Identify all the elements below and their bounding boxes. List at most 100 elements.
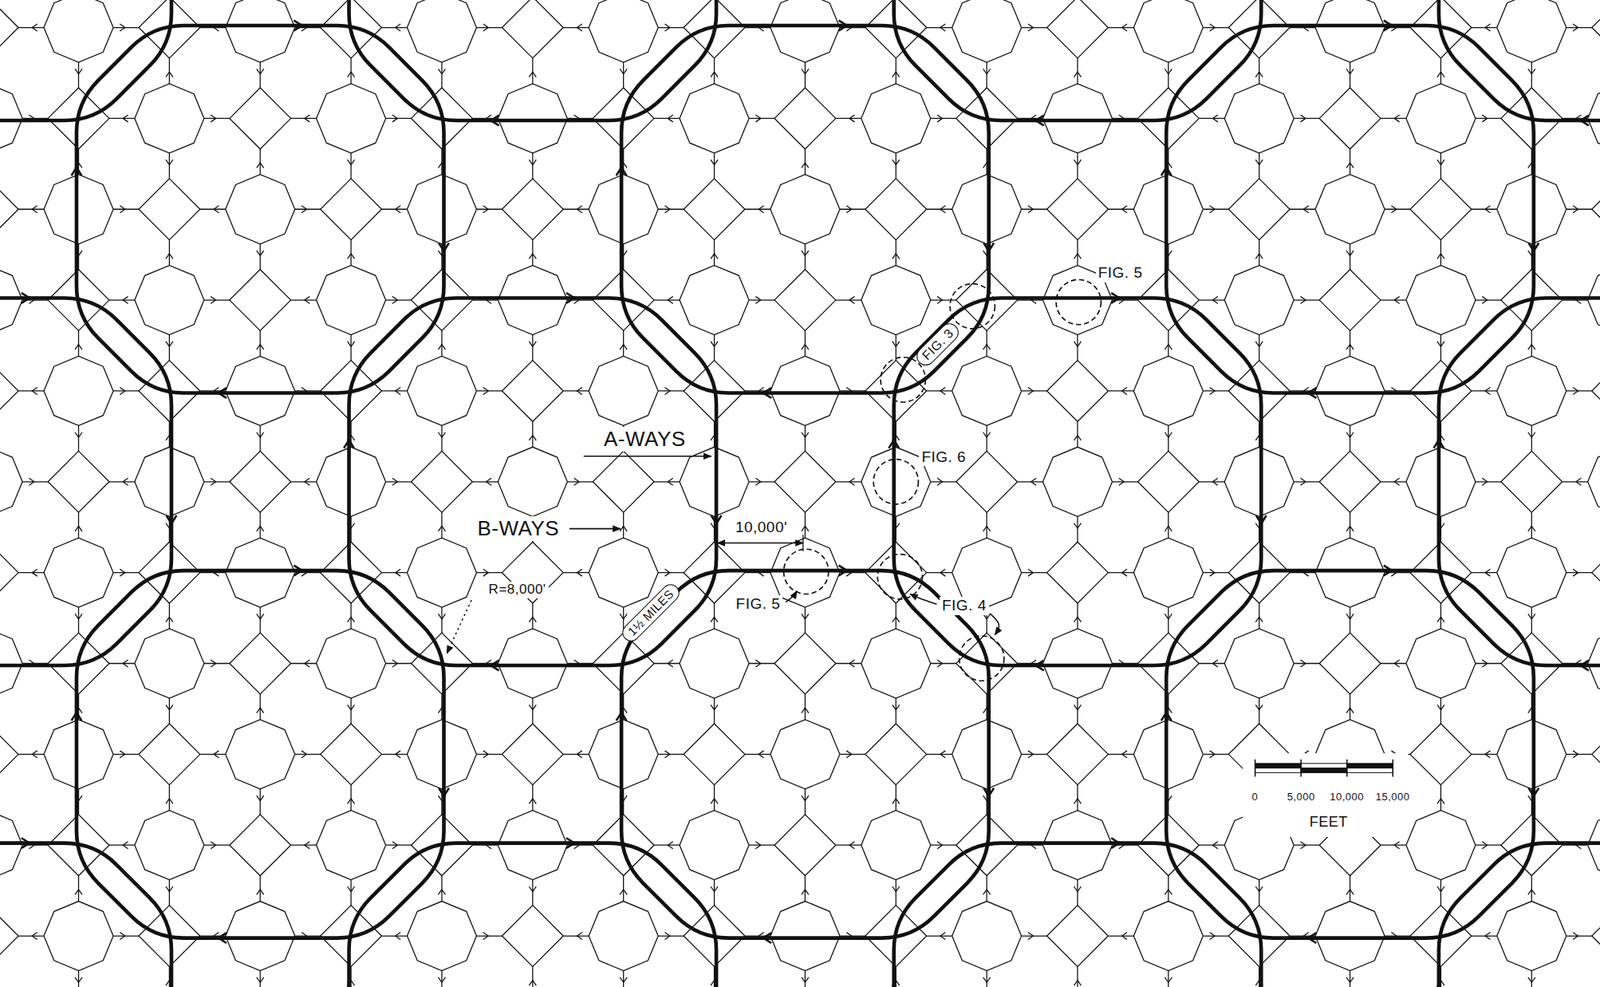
rotary-octagon (588, 537, 659, 607)
direction-arrow (437, 889, 446, 895)
rotary-octagon (225, 355, 296, 426)
scale-tick (1346, 759, 1348, 777)
direction-arrow (304, 477, 310, 485)
direction-arrow (293, 565, 302, 576)
direction-arrow (1074, 253, 1082, 259)
direction-arrow (395, 568, 401, 576)
rotary-octagon (497, 265, 568, 335)
rotary-octagon (0, 810, 23, 880)
direction-arrow (392, 114, 398, 123)
rotary-octagon (43, 174, 114, 245)
rotary-octagon (1497, 174, 1567, 245)
detail-circle (784, 548, 829, 594)
direction-arrow (395, 386, 401, 395)
interchange-diamond (1047, 905, 1109, 967)
direction-arrow (849, 659, 855, 667)
direction-arrow (1028, 386, 1033, 395)
direction-arrow (1028, 568, 1033, 576)
a-way-loop (621, 25, 990, 394)
direction-arrow (304, 296, 310, 304)
rotary-octagon (770, 0, 840, 63)
label-arrow (583, 455, 712, 458)
rotary-octagon (588, 719, 659, 789)
direction-arrow (710, 253, 718, 259)
interchange-diamond (47, 450, 110, 513)
direction-arrow (486, 477, 492, 485)
direction-arrow (940, 386, 946, 395)
rotary-octagon (316, 265, 387, 335)
rotary-octagon (1315, 901, 1385, 971)
direction-arrow (667, 296, 673, 304)
direction-arrow (1300, 296, 1306, 304)
direction-arrow (392, 477, 398, 485)
a-way-loop (1166, 25, 1534, 394)
interchange-diamond (774, 269, 836, 332)
direction-arrow (438, 788, 450, 797)
interchange-diamond (1592, 360, 1600, 422)
direction-arrow (1437, 616, 1445, 622)
direction-arrow (755, 477, 761, 485)
direction-arrow (218, 932, 227, 943)
direction-arrow (1122, 568, 1128, 576)
direction-arrow (983, 344, 991, 350)
interchange-diamond (0, 541, 19, 603)
direction-arrow (122, 114, 128, 123)
direction-arrow (1308, 387, 1317, 399)
rotary-octagon (861, 265, 931, 335)
interchange-diamond (683, 178, 745, 241)
direction-arrow (1122, 932, 1128, 940)
direction-arrow (293, 20, 302, 32)
rotary-octagon (952, 719, 1022, 789)
direction-arrow (755, 659, 761, 667)
direction-arrow (576, 386, 582, 395)
interchange-diamond (865, 723, 927, 785)
interchange-diamond (320, 723, 383, 785)
interchange-diamond (1047, 0, 1109, 59)
direction-arrow (1572, 568, 1578, 576)
direction-arrow (256, 707, 265, 713)
direction-arrow (21, 292, 30, 304)
direction-arrow (392, 841, 398, 849)
direction-arrow (1036, 115, 1045, 127)
direction-arrow (119, 386, 125, 395)
a-way-loop (621, 570, 990, 938)
rotary-octagon (43, 355, 114, 426)
direction-arrow (839, 20, 848, 32)
direction-arrow (347, 704, 355, 710)
rotary-octagon (770, 719, 840, 789)
direction-arrow (801, 977, 809, 982)
a-way-loop (1166, 570, 1534, 938)
direction-arrow (801, 68, 809, 74)
figure-callout: FIG. 6 (918, 448, 969, 467)
direction-arrow (71, 712, 83, 721)
rotary-octagon (497, 446, 568, 517)
direction-arrow (528, 253, 536, 259)
direction-arrow (892, 341, 900, 347)
direction-arrow (1346, 613, 1354, 619)
rotary-octagon (952, 901, 1022, 971)
direction-arrow (1209, 205, 1215, 213)
rotary-octagon (1588, 265, 1600, 335)
dimension-tick (802, 534, 804, 551)
a-way-loop (76, 570, 445, 938)
direction-arrow (937, 296, 942, 304)
direction-arrow (1111, 837, 1120, 848)
direction-arrow (892, 253, 900, 259)
direction-arrow (437, 613, 446, 619)
direction-arrow (1074, 798, 1082, 804)
scale-segment (1300, 768, 1348, 773)
direction-arrow (74, 977, 83, 982)
direction-arrow (801, 432, 809, 438)
direction-arrow (937, 841, 942, 849)
rotary-octagon (134, 446, 205, 517)
direction-arrow (1528, 68, 1536, 74)
callout-leader (910, 594, 937, 605)
direction-arrow (1028, 205, 1033, 213)
a-way-loop (349, 298, 718, 667)
rotary-octagon (134, 265, 205, 335)
direction-arrow (347, 798, 355, 804)
direction-arrow (576, 750, 582, 758)
rotary-octagon (134, 83, 205, 154)
direction-arrow (1346, 68, 1354, 74)
